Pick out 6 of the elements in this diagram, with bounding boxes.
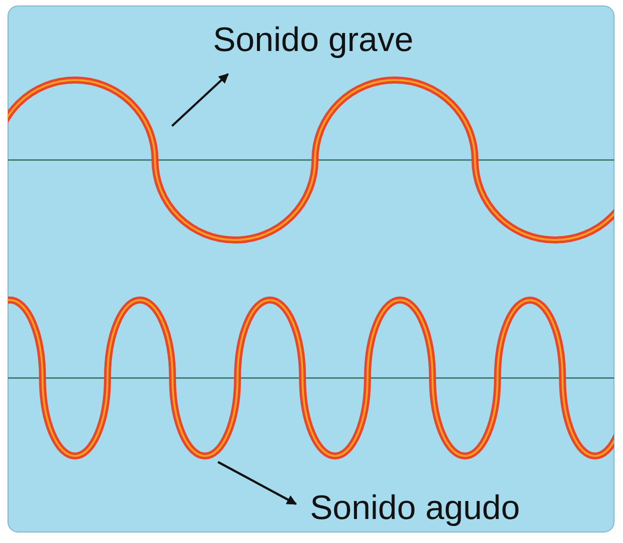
leader-line bbox=[171, 73, 229, 127]
wave-label: Sonido agudo bbox=[310, 490, 520, 528]
wave-curve bbox=[8, 76, 614, 244]
leader-line bbox=[217, 461, 297, 505]
wave-label: Sonido grave bbox=[213, 22, 414, 60]
wave-curve bbox=[8, 297, 614, 459]
